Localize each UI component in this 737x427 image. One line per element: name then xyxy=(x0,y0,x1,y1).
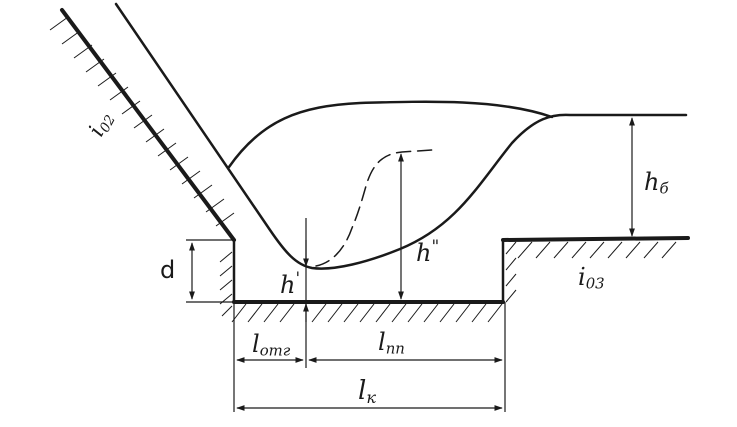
right-bed-hatching xyxy=(505,241,677,303)
label-l-pp: lпп xyxy=(378,328,405,358)
roller-surface xyxy=(227,100,554,169)
label-h-prime: h' xyxy=(280,268,301,300)
upstream-slope-bed xyxy=(60,8,236,242)
left-slope-hatching xyxy=(49,16,235,227)
label-d: d xyxy=(160,256,176,284)
jet-and-jump-surface xyxy=(114,2,688,270)
dimension-arrows xyxy=(189,117,635,411)
label-l-k: lк xyxy=(358,376,376,408)
label-h-b: hб xyxy=(644,168,669,198)
label-l-otg: lотг xyxy=(252,330,291,360)
label-i03: i03 xyxy=(578,263,605,293)
downstream-bed xyxy=(501,236,690,242)
label-h-double-prime: h" xyxy=(416,236,440,268)
water-surfaces xyxy=(114,2,688,270)
well-bottom-hatching xyxy=(231,303,503,323)
channel-bed xyxy=(60,8,690,304)
left-wall-hatching xyxy=(219,251,233,317)
alternate-jump-profile xyxy=(315,149,433,267)
